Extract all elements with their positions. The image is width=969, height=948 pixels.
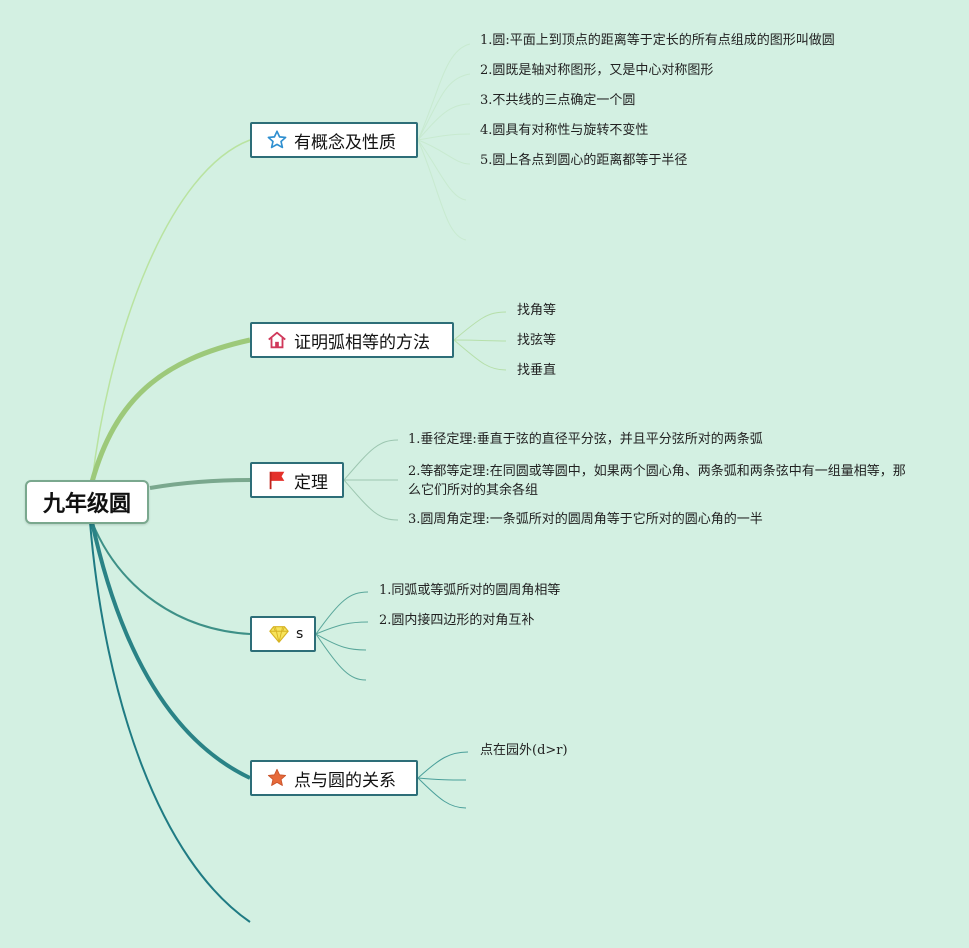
topic-concepts-properties[interactable]: 有概念及性质 xyxy=(250,122,418,158)
leaf-theorem-2[interactable]: 2.等都等定理:在同圆或等圆中，如果两个圆心角、两条弧和两条弦中有一组量相等，那… xyxy=(408,464,906,498)
leaf-theorem-3[interactable]: 3.圆周角定理:一条弧所对的圆周角等于它所对的圆心角的一半 xyxy=(408,512,763,527)
topic-proof-methods[interactable]: 证明弧相等的方法 xyxy=(250,322,454,358)
branch-line-s xyxy=(91,521,251,635)
branch-line-concepts xyxy=(91,139,251,483)
leaf-proof-2[interactable]: 找弦等 xyxy=(517,333,557,348)
diamond-icon xyxy=(268,623,290,645)
topic-label: 有概念及性质 xyxy=(294,132,396,153)
branch-line-point-circle xyxy=(90,521,251,780)
leaf-proof-3[interactable]: 找垂直 xyxy=(517,363,557,378)
leaf-lines-point-circle xyxy=(417,751,469,809)
leaf-lines-proof-methods xyxy=(453,311,507,371)
leaf-concept-4[interactable]: 4.圆具有对称性与旋转不变性 xyxy=(480,123,649,138)
house-icon xyxy=(266,329,288,351)
topic-label: 定理 xyxy=(294,472,328,493)
topic-label: 证明弧相等的方法 xyxy=(294,332,430,353)
orange-star-icon xyxy=(266,767,288,789)
topic-theorems[interactable]: 定理 xyxy=(250,462,344,498)
root-topic[interactable]: 九年级圆 xyxy=(25,480,149,524)
leaf-lines-concepts xyxy=(417,43,471,241)
leaf-lines-theorems xyxy=(343,439,399,521)
topic-label: 点与圆的关系 xyxy=(294,770,396,791)
leaf-concept-2[interactable]: 2.圆既是轴对称图形，又是中心对称图形 xyxy=(480,63,714,78)
leaf-proof-1[interactable]: 找角等 xyxy=(517,303,557,318)
topic-s[interactable]: s xyxy=(250,616,316,652)
leaf-s-1[interactable]: 1.同弧或等弧所对的圆周角相等 xyxy=(379,583,561,598)
branch-line-theorems xyxy=(149,478,251,490)
leaf-concept-5[interactable]: 5.圆上各点到圆心的距离都等于半径 xyxy=(480,153,688,168)
leaf-theorem-1[interactable]: 1.垂径定理:垂直于弦的直径平分弦，并且平分弦所对的两条弧 xyxy=(408,432,763,447)
branch-line-empty xyxy=(89,521,251,923)
topic-label: s xyxy=(296,626,304,642)
leaf-s-2[interactable]: 2.圆内接四边形的对角互补 xyxy=(379,613,535,628)
topic-point-circle-relation[interactable]: 点与圆的关系 xyxy=(250,760,418,796)
red-flag-icon xyxy=(266,469,288,491)
star-outline-icon xyxy=(266,129,288,151)
leaf-point-circle-1[interactable]: 点在园外(d>r) xyxy=(480,743,568,758)
leaf-lines-s xyxy=(315,591,369,681)
leaf-concept-3[interactable]: 3.不共线的三点确定一个圆 xyxy=(480,93,636,108)
leaf-concept-1[interactable]: 1.圆:平面上到顶点的距离等于定长的所有点组成的图形叫做圆 xyxy=(480,33,835,48)
branch-line-proof-methods xyxy=(89,337,251,483)
